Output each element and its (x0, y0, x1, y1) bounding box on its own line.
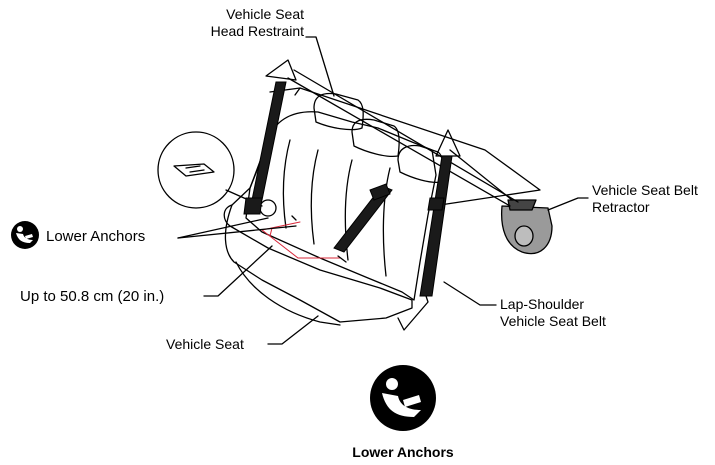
head-restraint-left (313, 92, 364, 131)
lap-shoulder-label: Lap-Shoulder Vehicle Seat Belt (500, 296, 606, 330)
belt-guide-right (435, 129, 461, 157)
shoulder-belt-left (251, 81, 287, 201)
icon-caption: Lower Anchors (352, 444, 454, 460)
retractor-label: Vehicle Seat Belt Retractor (592, 182, 698, 216)
head-restraint-label-line1: Vehicle Seat (226, 6, 304, 22)
lower-anchors-icon (11, 221, 39, 249)
belt-guide-left (265, 59, 297, 81)
lower-anchors-leader-2 (177, 225, 297, 239)
seat-back-seam (282, 139, 291, 229)
seat-back-seam (344, 159, 353, 261)
retractor-label-line2: Retractor (592, 199, 650, 215)
lower-anchors-icon (370, 365, 436, 431)
rear-deck-edge (294, 87, 301, 96)
vehicle-seat-leader (267, 315, 319, 345)
rear-deck (269, 87, 541, 206)
belt-webbing-upper (287, 77, 511, 207)
anchor-detail-bar (173, 163, 215, 177)
seat-cushion-front (235, 261, 341, 326)
lower-anchors-leader-1 (177, 217, 269, 239)
head-restraint-label: Vehicle Seat Head Restraint (180, 6, 304, 40)
retractor-strap (507, 199, 537, 211)
retractor-leader (547, 197, 589, 211)
seat-back-seam (382, 167, 391, 277)
head-restraint-label-line2: Head Restraint (210, 23, 304, 39)
seat-base (397, 295, 429, 331)
lap-shoulder-label-line1: Lap-Shoulder (500, 296, 585, 312)
belt-buckle-left (243, 197, 263, 215)
head-restraint-center (351, 118, 400, 158)
head-restraint-leader (305, 36, 335, 97)
lower-anchors-label: Lower Anchors (46, 228, 146, 245)
anchor-detail-lines (185, 165, 205, 173)
anchor-location-circle (259, 199, 277, 217)
belt-webbing-upper (293, 69, 519, 203)
lap-shoulder-label-line2: Vehicle Seat Belt (500, 313, 606, 329)
belt-latch-right (427, 197, 445, 211)
side-bolster (231, 167, 259, 206)
retractor-label-line1: Vehicle Seat Belt (592, 182, 698, 198)
retractor-spool (514, 225, 534, 247)
vehicle-seat-leader-detail (291, 215, 347, 263)
distance-measurement (261, 221, 341, 259)
belt-webbing-right (449, 149, 513, 201)
distance-leader (203, 245, 273, 297)
vehicle-seat-label: Vehicle Seat (166, 336, 244, 352)
lap-shoulder-leader (443, 281, 497, 306)
distance-label: Up to 50.8 cm (20 in.) (20, 288, 165, 305)
seat-cushion (223, 204, 413, 323)
anchor-detail-callout (157, 131, 235, 209)
belt-latch-center (369, 183, 391, 201)
shoulder-belt-center (333, 185, 393, 253)
shoulder-belt-right (419, 155, 453, 297)
seat-back-seam (310, 149, 319, 245)
